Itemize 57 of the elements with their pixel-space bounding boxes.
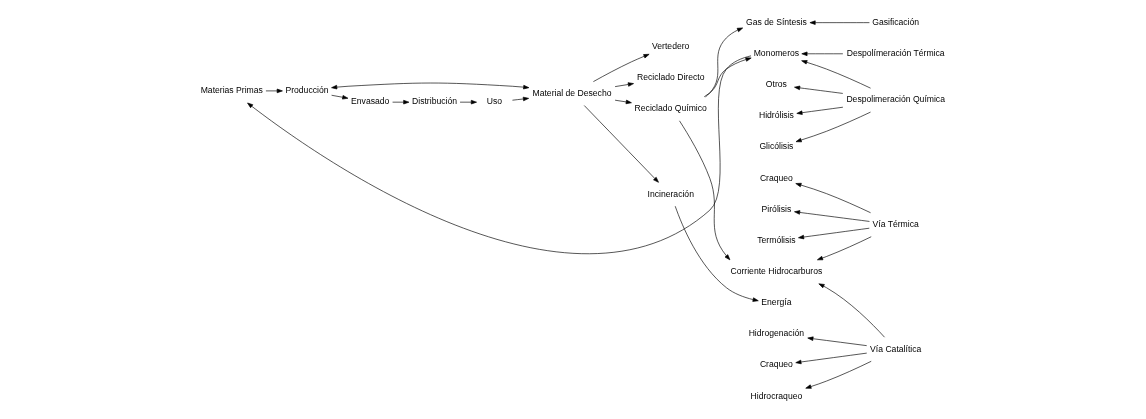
arrow [674,205,759,302]
node-text: Energía [761,297,792,308]
node-text: Envasado [351,96,390,107]
arrow [679,120,731,261]
node-text: Termólisis [757,234,796,245]
arrow [818,283,885,338]
node-text: Corriente Hidrocarburos [730,266,823,277]
arrow [614,82,634,87]
arrow [265,88,283,94]
arrow [794,85,844,94]
node-text: Gas de Síntesis [746,16,807,27]
arrow [809,20,870,25]
node-text: Vertedero [652,40,690,51]
node-text: Distribución [412,96,458,107]
node-text: Despolimeración Química [846,94,945,105]
node-text: Producción [285,85,329,96]
node-text: Materias Primas [200,85,263,96]
arrow [512,96,529,102]
node-text: Glicólisis [759,141,794,152]
arrow [593,53,650,82]
arrow [805,360,872,389]
arrow [817,236,872,261]
node-text: Hidrocraqueo [750,390,803,401]
arrow [247,55,752,255]
arrow [614,99,632,105]
arrow [807,336,868,346]
node-text: Reciclado Directo [637,71,705,82]
node-text: Craqueo [759,172,793,183]
arrow [801,60,871,89]
node-text: Hidrólisis [758,110,794,121]
arrow [392,100,410,105]
node-text: Pirólisis [761,203,792,214]
node-text: Otros [765,79,787,90]
arrow [795,182,871,214]
node-text: Hidrogenación [748,328,805,339]
arrow [798,227,870,240]
arrow [583,105,659,183]
arrow [703,57,752,98]
node-text: Craqueo [759,359,793,370]
arrow [331,82,530,90]
node-text: Vía Catalítica [870,343,922,354]
node-text: Reciclado Químico [634,103,707,114]
arrow [796,106,844,115]
arrow [795,111,871,143]
arrow [795,352,868,365]
node-text: Material de Desecho [532,87,612,98]
node-text: Vía Térmica [872,218,919,229]
node-text: Monomeros [753,48,800,59]
node-text: Uso [486,96,503,107]
arrow [459,100,477,105]
arrow [331,94,349,100]
arrow [794,210,870,222]
arrow [801,51,844,56]
node-text: Incineración [647,188,694,199]
node-text: Despolímeración Térmica [846,48,945,59]
node-text: Gasificación [872,16,920,27]
arrow [705,27,744,98]
